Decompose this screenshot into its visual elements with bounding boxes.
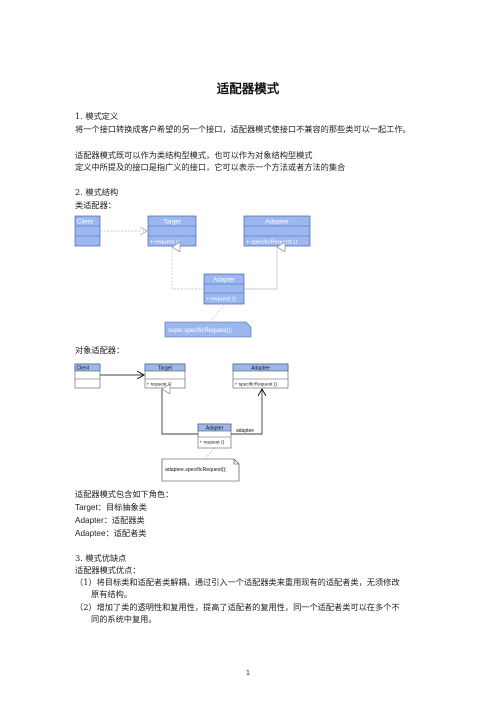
- diagram2-adapter-adaptee-association: [231, 389, 262, 435]
- roles-intro: 适配器模式包含如下角色：: [75, 489, 174, 499]
- role-target: Target：目标抽象类: [75, 502, 147, 512]
- class-adapter-label: 类适配器：: [75, 200, 116, 210]
- section-3-heading: 3. 模式优缺点: [75, 553, 127, 563]
- diagram1-adaptee-operation: + specificRequest (): [246, 240, 297, 246]
- section-2-heading: 2. 模式结构: [75, 187, 119, 197]
- diagram1-adapter-class: Adapter + request (): [203, 273, 245, 305]
- diagram2-adapter-operation: + request (): [200, 440, 225, 446]
- diagram1-note-text: super.specificRequest();: [168, 328, 233, 334]
- diagram2-adaptee-operation: + specificRequest (): [235, 382, 278, 388]
- diagram2-target-class: Target + request (): [144, 363, 186, 389]
- diagram1-target-operation: + request (): [150, 240, 180, 246]
- advantages-label: 适配器模式优点：: [75, 565, 141, 575]
- diagram1-note: super.specificRequest();: [164, 321, 252, 338]
- role-adapter: Adapter：适配器类: [75, 515, 145, 525]
- diagram2-note-text: adaptee.specificRequest();: [165, 467, 227, 473]
- diagram2-adaptee-class: Adaptee + specificRequest (): [232, 363, 289, 389]
- diagram1-adaptee-label: Adaptee: [265, 219, 289, 226]
- advantage-2-line-2: 同的系统中复用。: [91, 614, 157, 624]
- advantage-1-line-2: 原有结构。: [91, 589, 132, 599]
- diagram2-adapter-target-generalization: [162, 389, 198, 435]
- role-adaptee: Adaptee：适配者类: [75, 528, 147, 538]
- diagram2-client-class: Client: [74, 363, 101, 389]
- definition-paragraph: 将一个接口转换成客户希望的另一个接口，适配器模式使接口不兼容的那些类可以一起工作…: [75, 124, 411, 134]
- structure-type-paragraph: 适配器模式既可以作为类结构型模式，也可以作为对象结构型模式: [75, 150, 313, 160]
- diagram1-client-label: Client: [77, 219, 93, 226]
- diagram1-adaptee-class: Adaptee + specificRequest (): [243, 215, 311, 247]
- diagram1-adapter-operation: + request (): [206, 297, 236, 303]
- interface-note-paragraph: 定义中所提及的接口是指广义的接口，它可以表示一个方法或者方法的集合: [75, 162, 346, 172]
- page-number: 1: [246, 670, 250, 677]
- diagram1-adapter-target-realization: [172, 247, 204, 290]
- diagram2-association-label: adaptee: [236, 428, 254, 434]
- diagram1-client-class: Client: [74, 215, 101, 247]
- diagram2-target-operation: + request (): [147, 382, 172, 388]
- diagram2-note: adaptee.specificRequest();: [161, 458, 240, 482]
- diagram1-adapter-label: Adapter: [213, 277, 235, 284]
- diagram1-target-class: Target + request (): [147, 215, 197, 247]
- diagram2-target-label: Target: [158, 366, 173, 372]
- diagram1-adapter-adaptee-inheritance: [244, 247, 277, 290]
- diagram2-adapter-label: Adapter: [206, 426, 224, 432]
- advantage-2-line-1: （2）增加了类的透明性和复用性，提高了适配者的复用性，同一个适配者类可以在多个不: [75, 602, 400, 612]
- diagram2-adaptee-label: Adaptee: [251, 366, 270, 372]
- diagram1-target-label: Target: [163, 219, 180, 226]
- object-adapter-label: 对象适配器：: [75, 345, 125, 355]
- section-1-heading: 1. 模式定义: [75, 111, 119, 121]
- page-title: 适配器模式: [216, 81, 280, 96]
- advantage-1-line-1: （1）将目标类和适配者类解耦，通过引入一个适配器类来重用现有的适配者类，无须修改: [75, 577, 400, 587]
- diagram2-client-label: Client: [77, 366, 90, 372]
- diagram2-adapter-class: Adapter + request (): [197, 423, 232, 449]
